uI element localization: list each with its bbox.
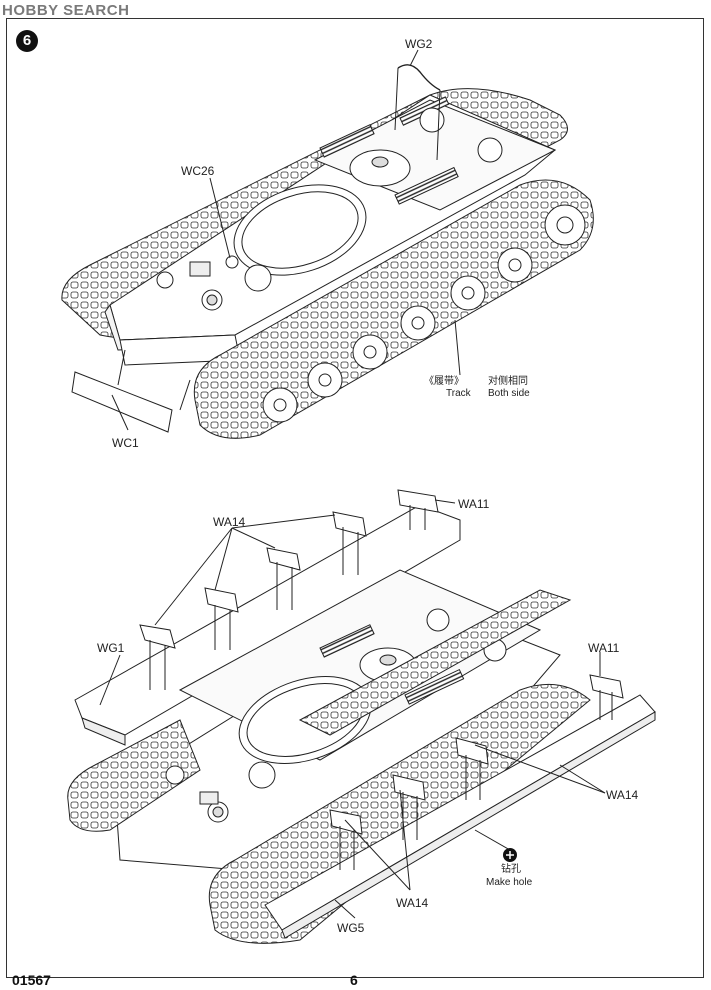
- product-code: 01567: [12, 972, 51, 988]
- label-both-side: Both side: [488, 388, 530, 399]
- label-wg1: WG1: [97, 641, 125, 655]
- label-wa14-right: WA14: [606, 788, 639, 802]
- label-wa11-top: WA11: [458, 497, 490, 511]
- label-wa14-top: WA14: [213, 515, 246, 529]
- label-track-cn: 《履带》: [424, 376, 464, 387]
- label-wg2: WG2: [405, 37, 433, 51]
- upper-tank-drawing: [61, 49, 594, 439]
- label-wa14-bottom: WA14: [396, 896, 429, 910]
- label-wg5: WG5: [337, 921, 365, 935]
- lower-tank-drawing: [67, 489, 656, 944]
- label-both-side-cn: 对侧相同: [488, 376, 528, 387]
- page-number: 6: [350, 972, 358, 988]
- label-wa11-right: WA11: [588, 641, 620, 655]
- label-wc1: WC1: [112, 436, 139, 450]
- watermark: HOBBY SEARCH: [2, 2, 130, 19]
- label-track: Track: [446, 388, 471, 399]
- label-make-hole-cn: 钻孔: [501, 864, 521, 875]
- label-wc26: WC26: [181, 164, 215, 178]
- label-make-hole: Make hole: [486, 877, 533, 888]
- step-number-badge: 6: [16, 30, 38, 52]
- page-frame: [6, 18, 704, 978]
